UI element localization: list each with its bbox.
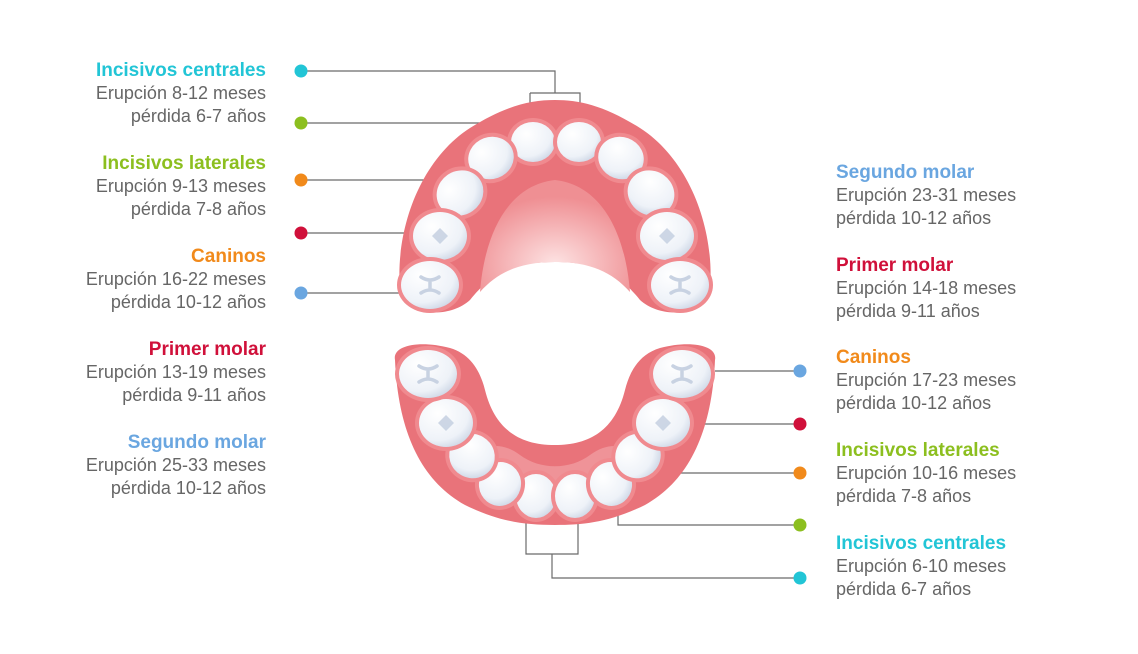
label-title: Incisivos centrales [95, 60, 266, 81]
label-lower-incisivos-laterales: Incisivos laterales Erupción 10-16 meses… [836, 439, 1096, 508]
label-lower-caninos: Caninos Erupción 17-23 meses pérdida 10-… [836, 346, 1096, 415]
upper-tooth [553, 118, 605, 166]
upper-palate [480, 180, 630, 292]
molar-groove-mark [417, 364, 439, 384]
upper-tooth [432, 166, 488, 220]
connector-line [525, 522, 579, 555]
connector-line [301, 70, 556, 93]
upper-tooth [464, 132, 518, 184]
upper-tooth [507, 118, 559, 166]
label-erupcion: Erupción 14-18 meses [836, 278, 1017, 298]
legend-dot [294, 286, 308, 300]
label-perdida: pérdida 6-7 años [836, 579, 972, 599]
label-upper-primer-molar: Primer molar Erupción 13-19 meses pérdid… [6, 338, 266, 407]
lower-tooth [415, 395, 477, 451]
upper-tooth [397, 257, 463, 313]
connector-line [301, 122, 485, 138]
label-title: Incisivos laterales [836, 440, 1000, 461]
upper-tooth [623, 166, 679, 220]
lower-tooth [632, 395, 694, 451]
label-upper-caninos: Caninos Erupción 16-22 meses pérdida 10-… [6, 245, 266, 314]
label-erupcion: Erupción 9-13 meses [95, 176, 266, 196]
tooth-crown [598, 136, 644, 180]
label-title: Segundo molar [127, 432, 266, 453]
legend-dot [294, 64, 308, 78]
label-lower-segundo-molar: Segundo molar Erupción 23-31 meses pérdi… [836, 161, 1096, 230]
label-title: Primer molar [148, 339, 266, 360]
label-title: Incisivos centrales [836, 533, 1007, 554]
legend-dot [793, 364, 807, 378]
label-upper-incisivos-centrales: Incisivos centrales Erupción 8-12 meses … [6, 59, 266, 128]
label-upper-segundo-molar: Segundo molar Erupción 25-33 meses pérdi… [6, 431, 266, 500]
label-perdida: pérdida 9-11 años [836, 301, 980, 321]
label-erupcion: Erupción 13-19 meses [85, 362, 266, 382]
label-erupcion: Erupción 6-10 meses [836, 556, 1007, 576]
legend-dot [294, 226, 308, 240]
legend-dots [294, 64, 807, 585]
upper-tooth [636, 208, 698, 264]
label-erupcion: Erupción 17-23 meses [836, 370, 1017, 390]
label-title: Segundo molar [836, 162, 975, 183]
legend-dot [294, 116, 308, 130]
molar-groove-mark [671, 364, 693, 384]
label-title: Caninos [191, 246, 266, 267]
tooth-crown [468, 136, 514, 180]
label-perdida: pérdida 7-8 años [130, 199, 266, 219]
molar-groove-mark [669, 275, 691, 295]
label-perdida: pérdida 7-8 años [836, 486, 972, 506]
label-title: Primer molar [836, 255, 954, 276]
upper-tooth [647, 257, 713, 313]
legend-dot [793, 417, 807, 431]
lower-teeth [395, 346, 715, 522]
label-perdida: pérdida 6-7 años [130, 106, 266, 126]
molar-cusp-mark [432, 228, 448, 244]
legend-dot [793, 518, 807, 532]
arches [394, 100, 716, 525]
label-upper-incisivos-laterales: Incisivos laterales Erupción 9-13 meses … [6, 152, 266, 221]
label-erupcion: Erupción 16-22 meses [85, 269, 266, 289]
upper-tooth [594, 132, 648, 184]
molar-groove-mark [419, 275, 441, 295]
label-erupcion: Erupción 23-31 meses [836, 185, 1017, 205]
molar-cusp-mark [438, 415, 454, 431]
label-erupcion: Erupción 25-33 meses [85, 455, 266, 475]
tooth-crown [516, 474, 556, 518]
tooth-crown [436, 170, 484, 216]
tooth-crown [511, 122, 555, 162]
connector-line [617, 505, 800, 526]
label-title: Caninos [836, 347, 911, 368]
molar-cusp-mark [655, 415, 671, 431]
label-title: Incisivos laterales [102, 153, 266, 174]
label-perdida: pérdida 10-12 años [110, 478, 266, 498]
label-erupcion: Erupción 10-16 meses [836, 463, 1017, 483]
upper-tooth [409, 208, 471, 264]
label-perdida: pérdida 10-12 años [110, 292, 266, 312]
tooth-crown [627, 170, 675, 216]
tooth-crown [557, 122, 601, 162]
legend-dot [294, 173, 308, 187]
label-lower-incisivos-centrales: Incisivos centrales Erupción 6-10 meses … [836, 532, 1096, 601]
legend-dot [793, 466, 807, 480]
connector-line [551, 554, 800, 579]
label-perdida: pérdida 10-12 años [836, 208, 992, 228]
molar-cusp-mark [659, 228, 675, 244]
label-perdida: pérdida 10-12 años [836, 393, 992, 413]
label-perdida: pérdida 9-11 años [122, 385, 266, 405]
legend-dot [793, 571, 807, 585]
label-lower-primer-molar: Primer molar Erupción 14-18 meses pérdid… [836, 254, 1096, 323]
upper-teeth [397, 118, 713, 313]
lower-tooth [649, 346, 715, 402]
lower-tooth [395, 346, 461, 402]
label-erupcion: Erupción 8-12 meses [95, 83, 266, 103]
tooth-crown [555, 474, 595, 518]
